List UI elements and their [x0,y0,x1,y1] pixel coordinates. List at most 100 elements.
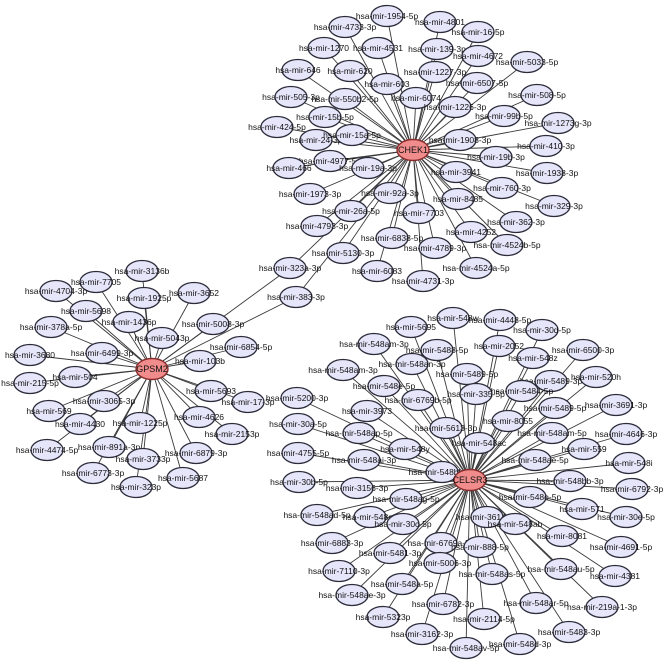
mirna-node[interactable]: hsa-mir-548z [508,346,558,370]
mirna-node[interactable]: hsa-mir-5693 [186,379,236,403]
mirna-node[interactable]: hsa-mir-5033-5p [496,50,559,74]
mirna-node[interactable]: hsa-mir-548w [427,306,480,330]
mirna-node[interactable]: hsa-mir-3652 [169,281,219,305]
mirna-node[interactable]: hsa-mir-5687 [158,466,208,490]
mirna-node[interactable]: hsa-mir-760-3p [473,176,531,200]
mirna-node[interactable]: hsa-mir-548am-3p [339,332,409,356]
mirna-node[interactable]: hsa-mir-548ai-3p [332,448,397,472]
mirna-node[interactable]: hsa-mir-548o-5p [499,485,562,509]
mirna-node[interactable]: hsa-mir-5200-3p [266,386,329,410]
mirna-node[interactable]: hsa-mir-3733p [116,447,171,471]
mirna-node[interactable]: hsa-mir-329-3p [525,194,583,218]
mirna-node[interactable]: hsa-mir-888-5p [451,535,509,559]
mirna-node[interactable]: hsa-mir-603 [364,72,410,96]
mirna-node[interactable]: hsa-mir-5043p [135,326,190,350]
mirna-node[interactable]: hsa-mir-410-3p [517,134,575,158]
mirna-node[interactable]: hsa-mir-4704-3p [25,279,88,303]
mirna-node[interactable]: hsa-mir-6838-5p [361,226,424,250]
mirna-node[interactable]: hsa-mir-6500-3p [552,338,615,362]
hub-node-gpsm2[interactable]: GPSM2 [135,357,169,381]
mirna-node[interactable]: hsa-mir-548a-5p [371,572,434,596]
mirna-node[interactable]: hsa-mir-5130-3p [312,241,375,265]
mirna-node[interactable]: hsa-mir-548bb-3p [536,469,604,493]
mirna-node[interactable]: hsa-mir-6879-3p [165,441,228,465]
mirna-node[interactable]: hsa-mir-8485 [433,187,483,211]
mirna-node[interactable]: hsa-mir-3691-3p [585,393,648,417]
mirna-node[interactable]: hsa-mir-4691-5p [590,535,653,559]
mirna-node[interactable]: hsa-mir-30c-5p [374,512,432,536]
mirna-node[interactable]: hsa-mir-5489-5p [436,362,499,386]
mirna-node[interactable]: hsa-mir-548bb-5p [408,460,476,484]
mirna-node[interactable]: hsa-mir-2153p [205,422,260,446]
mirna-node[interactable]: hsa-mir-5695 [386,315,436,339]
hub-node-chek1[interactable]: CHEK1 [396,138,430,162]
mirna-node[interactable]: hsa-mir-219a-1-3p [567,595,637,619]
mirna-node[interactable]: hsa-mir-6883-3p [301,531,364,555]
mirna-node[interactable]: hsa-mir-2114-5p [453,607,515,631]
mirna-node[interactable]: hsa-mir-30e-5p [597,505,655,529]
mirna-node[interactable]: hsa-mir-548e-5p [353,374,416,398]
mirna-node[interactable]: hsa-mir-6854-5p [210,335,273,359]
mirna-node[interactable]: hsa-mir-4733-3p [314,15,377,39]
mirna-node[interactable]: hsa-mir-548d-3p [489,632,552,656]
mirna-node[interactable]: hsa-mir-8055 [483,409,533,433]
mirna-node[interactable]: hsa-mir-7705 [71,270,121,294]
mirna-node[interactable]: hsa-mir-383-3p [267,285,325,309]
mirna-node[interactable]: hsa-mir-1925p [117,286,172,310]
mirna-node[interactable]: hsa-mir-4672 [453,44,503,68]
mirna-node[interactable]: hsa-mir-4474-5p [16,438,79,462]
mirna-node[interactable]: hsa-mir-1225p [113,411,168,435]
mirna-node[interactable]: hsa-mir-571 [559,497,605,521]
mirna-node[interactable]: hsa-mir-1273g-3p [524,111,592,135]
mirna-node[interactable]: hsa-mir-891a-3p [78,435,141,459]
mirna-node[interactable]: hsa-mir-99b-5p [475,104,533,128]
mirna-node[interactable]: hsa-mir-6769b-5p [384,388,452,412]
mirna-node[interactable]: hsa-mir-1270 [299,36,349,60]
mirna-node[interactable]: hsa-mir-103b [175,349,225,373]
mirna-node[interactable]: hsa-mir-4789-3p [404,236,467,260]
mirna-node[interactable]: hsa-mir-505-3p [262,85,320,109]
mirna-node[interactable]: hsa-mir-26a-5p [322,199,380,223]
mirna-node[interactable]: hsa-mir-569 [26,399,72,423]
mirna-node[interactable]: hsa-mir-4626 [174,405,224,429]
mirna-node[interactable]: hsa-mir-3162-3p [391,622,454,646]
mirna-node[interactable]: hsa-mir-5323p [356,605,411,629]
mirna-node[interactable]: hsa-mir-548ax [343,505,398,529]
mirna-node[interactable]: hsa-mir-5008-3p [182,312,245,336]
mirna-node[interactable]: hsa-mir-4430 [55,412,105,436]
mirna-node[interactable]: hsa-mir-548as-5p [459,562,526,586]
mirna-node[interactable]: hsa-mir-5006-3p [409,551,472,575]
mirna-node[interactable]: hsa-mir-548an-3p [378,352,446,376]
mirna-node[interactable]: hsa-mir-7110-3p [308,559,370,583]
mirna-node[interactable]: hsa-mir-1954-5p [356,4,419,28]
mirna-node[interactable]: hsa-mir-1227-3p [404,60,467,84]
mirna-node[interactable]: hsa-mir-1436p [102,310,157,334]
mirna-node[interactable]: hsa-mir-335-5p [447,382,505,406]
mirna-node[interactable]: hsa-mir-4731-3p [392,269,455,293]
mirna-node[interactable]: hsa-mir-7703 [394,201,444,225]
mirna-node[interactable]: hsa-mir-548i [605,451,653,475]
mirna-node[interactable]: hsa-mir-15b-5p [296,105,354,129]
mirna-node[interactable]: hsa-mir-4524a-5p [442,256,510,280]
mirna-node[interactable]: hsa-mir-1908-3p [429,128,492,152]
mirna-node[interactable]: hsa-mir-3941 [431,160,481,184]
mirna-node[interactable]: hsa-mir-92a-3p [361,181,419,205]
mirna-node[interactable]: hsa-mir-4646-3p [595,422,658,446]
mirna-node[interactable]: hsa-mir-8081 [537,524,587,548]
mirna-node[interactable]: hsa-mir-548ab [488,512,543,536]
mirna-node[interactable]: hsa-mir-6083 [352,259,402,283]
mirna-node[interactable]: hsa-mir-5488-5p [406,338,469,362]
mirna-node[interactable]: hsa-mir-548au-5p [527,557,595,581]
mirna-node[interactable]: hsa-mir-4801 [415,10,465,34]
mirna-node[interactable]: hsa-mir-620 [327,59,373,83]
mirna-node[interactable]: hsa-mir-5481-3p [359,541,422,565]
hub-node-celsr3[interactable]: CELSR3 [452,468,488,492]
mirna-node[interactable]: hsa-mir-15a-5p [323,123,381,147]
mirna-node[interactable]: hsa-mir-559 [561,437,607,461]
mirna-node[interactable]: hsa-mir-323a-3p [259,256,322,280]
mirna-node[interactable]: hsa-mir-362-3p [487,210,545,234]
mirna-node[interactable]: hsa-mir-19a-3p [339,156,397,180]
mirna-node[interactable]: hsa-mir-17-3p [222,390,275,414]
mirna-node[interactable]: hsa-mir-4531 [353,36,403,60]
mirna-node[interactable]: hsa-mir-4755-5p [267,441,330,465]
